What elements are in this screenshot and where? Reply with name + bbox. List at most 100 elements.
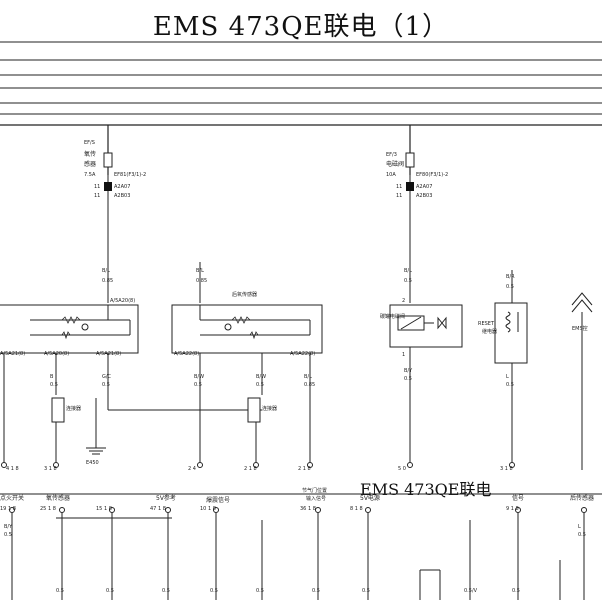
svg-text:B/W: B/W: [194, 374, 204, 380]
svg-text:点火开关: 点火开关: [0, 494, 24, 502]
lower-section-pins: [9, 507, 587, 513]
svg-text:19 1 8: 19 1 8: [0, 506, 16, 512]
fuse-left-conn-b: 11: [94, 193, 100, 199]
svg-text:B/L: B/L: [304, 374, 312, 380]
svg-text:9 1 8: 9 1 8: [506, 506, 519, 512]
svg-text:G/C: G/C: [102, 374, 112, 380]
bottom-labels: 点火开关 氧传感器 5V参考 爆震信号 节气门位置 输入信号 5V电源 信号 后…: [0, 487, 594, 504]
svg-text:0.5: 0.5: [256, 382, 264, 388]
fuse-right-conn-a: 11: [396, 184, 402, 190]
pin-label: A/5A21(8): [0, 351, 25, 357]
svg-text:氧传感器: 氧传感器: [46, 494, 70, 502]
wire-label: 0.85: [102, 278, 113, 284]
fuse-left-conn-a-id: A2A07: [114, 184, 130, 190]
fuse-left-part: EF81(F3/1)-2: [114, 172, 146, 178]
wire-label: 0.5: [404, 278, 412, 284]
fuse-left-code: EF/S: [84, 140, 95, 146]
pin-label: 2: [402, 298, 405, 304]
ground-label: E450: [86, 460, 99, 466]
svg-text:36 1 8: 36 1 8: [300, 506, 316, 512]
svg-text:5V电源: 5V电源: [360, 494, 380, 502]
fuse-right-conn-b-id: A2B03: [416, 193, 432, 199]
svg-text:L: L: [578, 524, 581, 530]
svg-text:0.5: 0.5: [404, 376, 412, 382]
svg-text:0.5: 0.5: [362, 588, 370, 594]
upper-bottom-pins: [1, 462, 515, 468]
svg-text:0.5: 0.5: [210, 588, 218, 594]
fuse-left-name1: 氧传: [84, 150, 96, 158]
svg-text:B/W: B/W: [256, 374, 266, 380]
fuse-left-conn-a: 11: [94, 184, 100, 190]
svg-text:25 1 8: 25 1 8: [40, 506, 56, 512]
relay: [494, 302, 528, 364]
svg-text:3 1 8: 3 1 8: [500, 466, 513, 472]
wire-label: 0.5: [506, 284, 514, 290]
svg-text:5V参考: 5V参考: [156, 494, 176, 502]
ground-symbol: [86, 398, 106, 455]
svg-text:2 4: 2 4: [188, 466, 196, 472]
svg-text:0.5: 0.5: [506, 382, 514, 388]
svg-text:后传感器: 后传感器: [570, 494, 594, 502]
fuse-right-conn-b: 11: [396, 193, 402, 199]
svg-text:B/Y: B/Y: [404, 368, 413, 374]
svg-text:0.5: 0.5: [162, 588, 170, 594]
svg-text:47 1 8: 47 1 8: [150, 506, 166, 512]
fuse-left-name2: 感器: [84, 160, 96, 168]
fuse-left: EF/S 氧传 感器 7.5A EF81(F3/1)-2 11 A2A07 11…: [84, 140, 146, 303]
fuse-right-part: EF80(F3/1)-2: [416, 172, 448, 178]
svg-text:3 1 8: 3 1 8: [44, 466, 57, 472]
svg-text:信号: 信号: [512, 494, 524, 502]
relay-label: 继电器: [482, 328, 497, 335]
pin-label: 1: [402, 352, 405, 358]
relay-side-label: RESET: [478, 321, 495, 327]
svg-text:0.5: 0.5: [106, 588, 114, 594]
fuse-left-rating: 7.5A: [84, 172, 96, 178]
fuse-left-conn-b-id: A2B03: [114, 193, 130, 199]
canister-valve: [389, 304, 463, 348]
svg-text:0.5: 0.5: [512, 588, 520, 594]
svg-text:B: B: [50, 374, 54, 380]
svg-text:0.5: 0.5: [194, 382, 202, 388]
svg-text:B/Y: B/Y: [4, 524, 13, 530]
shield-right: [247, 397, 261, 462]
pin-label: A/5A20(8): [110, 298, 135, 304]
svg-text:0.5: 0.5: [4, 532, 12, 538]
pin-label: A/5A22(8): [290, 351, 315, 357]
svg-text:0.5: 0.5: [578, 532, 586, 538]
shield-left-label: 连接器: [66, 405, 81, 412]
pin-label: A/5A20(8): [44, 351, 69, 357]
pin-label: A/5A21(8): [96, 351, 121, 357]
sensor-left: [0, 304, 139, 354]
shield-right-label: 连接器: [262, 405, 277, 412]
lower-wire-labels: B 0.5 G/C 0.5 B/W 0.5 B/W 0.5 B/L 0.85 B…: [50, 368, 514, 388]
fuse-right-code: EF/3: [386, 152, 397, 158]
valve-label: 碳罐电磁阀: [380, 313, 405, 320]
svg-text:0.5: 0.5: [50, 382, 58, 388]
header-rules: [0, 41, 602, 115]
svg-text:0.5/V: 0.5/V: [464, 588, 478, 594]
shield-left: [51, 397, 65, 462]
sensor-mid-label: 后氧传感器: [232, 291, 257, 298]
svg-text:输入信号: 输入信号: [306, 495, 326, 502]
svg-text:2 1 8: 2 1 8: [298, 466, 311, 472]
upper-wire-labels: B/L 0.85 B/L 0.85 B/L 0.5 B/R 0.5: [102, 268, 515, 290]
wire-label: B/R: [506, 274, 515, 280]
svg-text:4 1 8: 4 1 8: [6, 466, 19, 472]
svg-text:0.5: 0.5: [312, 588, 320, 594]
svg-text:爆震信号: 爆震信号: [206, 496, 230, 504]
ems-conn-label: EMS控: [572, 325, 588, 332]
page-title: EMS 473QE联电（1）: [152, 12, 450, 42]
wire-label: B/L: [404, 268, 412, 274]
svg-text:10 1 8: 10 1 8: [200, 506, 216, 512]
fuse-right-rating: 10A: [386, 172, 396, 178]
fuse-right-name1: 电磁阀: [386, 160, 404, 168]
sensor-left-pins: A/5A20(8) A/5A21(8) A/5A20(8) A/5A21(8): [0, 298, 135, 357]
pin-label: A/5A22(8): [174, 351, 199, 357]
wire-label: B/L: [102, 268, 110, 274]
svg-text:0.85: 0.85: [304, 382, 315, 388]
fuse-right: EF/3 电磁阀 10A EF80(F3/1)-2 11 A2A07 11 A2…: [386, 152, 448, 303]
svg-text:5 0: 5 0: [398, 466, 406, 472]
fuse-right-conn-a-id: A2A07: [416, 184, 432, 190]
svg-text:节气门位置: 节气门位置: [302, 487, 327, 494]
